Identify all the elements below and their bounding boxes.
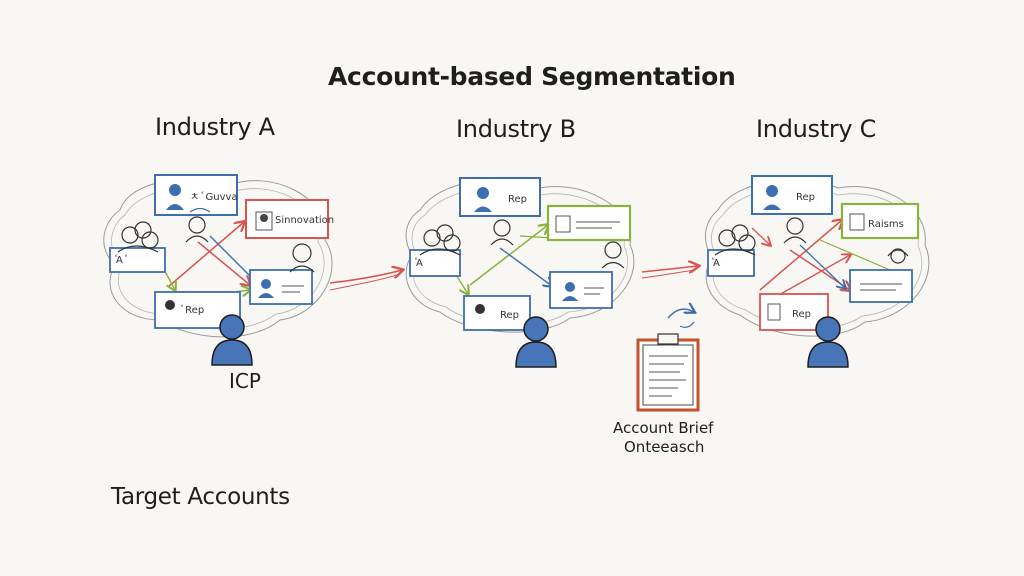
card-c-bottom-label: Rep	[792, 309, 811, 320]
industry-c-cluster: Rep Raisms ꙴA Rep	[704, 175, 930, 368]
account-brief-subtitle: Onteeasch	[624, 438, 705, 456]
industry-b-heading: Industry B	[456, 115, 576, 143]
account-card-c-right: Raisms	[840, 202, 920, 240]
industry-a-heading: Industry A	[155, 113, 275, 141]
connector-a-to-b	[329, 270, 402, 284]
card-c-right-label: Raisms	[868, 219, 904, 230]
account-card-b-top: Rep	[459, 177, 541, 217]
page-title: Account-based Segmentation	[328, 62, 736, 91]
person-b-bottom-icon	[515, 316, 557, 368]
account-card-b-lower-right	[549, 271, 613, 309]
connector-b-to-c	[641, 266, 698, 272]
card-b-bottom-label: Rep	[500, 310, 519, 321]
account-card-a-top: ㅊ ꙴ Guvva	[154, 174, 238, 216]
card-b-top-label: Rep	[508, 194, 527, 205]
person-a-right-icon	[289, 243, 315, 273]
card-b-left-label: ꙴA	[415, 257, 423, 269]
person-c-bottom-icon	[807, 316, 849, 368]
account-card-a-lower-right	[249, 269, 313, 305]
industry-b-cluster: Rep ꙴA Rep	[405, 177, 635, 368]
target-accounts-label: Target Accounts	[111, 484, 290, 510]
headset-c-icon	[887, 248, 909, 264]
card-a-top-label: ㅊ ꙴ Guvva	[190, 191, 238, 203]
industry-c-heading: Industry C	[756, 115, 877, 143]
arrow-c-1	[759, 220, 842, 291]
person-c-mid-icon	[783, 217, 807, 244]
icp-label: ICP	[229, 369, 261, 393]
account-card-c-top: Rep	[751, 175, 833, 215]
arrow-a-2	[197, 241, 250, 285]
account-card-b-left: ꙴA	[409, 249, 461, 277]
people-group-c-icon	[714, 224, 756, 256]
card-c-top-label: Rep	[796, 192, 815, 203]
account-card-c-left: ꙴA	[707, 249, 755, 277]
card-c-left-label: ꙴA	[712, 257, 720, 269]
cluster-c-outline	[704, 179, 930, 337]
account-card-c-lower-right	[849, 269, 913, 303]
account-brief-title: Account Brief	[613, 419, 714, 437]
person-b-mid-icon	[490, 219, 514, 246]
card-a-right-label: Sinnovation	[275, 215, 334, 226]
person-b-right-icon	[601, 241, 625, 269]
account-brief-clipboard-icon	[636, 309, 700, 412]
people-group-b-icon	[419, 224, 461, 256]
arrow-b-2	[499, 247, 552, 286]
icp-person-icon	[211, 314, 253, 366]
card-a-bottom-label: ꙴ Rep	[181, 304, 204, 316]
account-card-b-right	[546, 204, 632, 242]
account-card-a-right: Sinnovation	[245, 199, 334, 239]
industry-a-cluster: ㅊ ꙴ Guvva Sinnovation ꙴA ꙴ ꙴ Rep	[103, 174, 334, 366]
account-card-b-bottom: Rep	[463, 295, 531, 331]
people-group-a-icon	[117, 221, 159, 253]
card-a-left-label: ꙴA ꙴ	[115, 254, 128, 266]
arrow-c-4	[769, 255, 850, 301]
arrow-a-1	[167, 222, 244, 288]
arrow-c-5	[751, 227, 770, 245]
arrow-c-3	[799, 244, 845, 288]
person-a-mid-icon	[185, 207, 211, 243]
account-card-a-left: ꙴA ꙴ	[109, 247, 166, 273]
